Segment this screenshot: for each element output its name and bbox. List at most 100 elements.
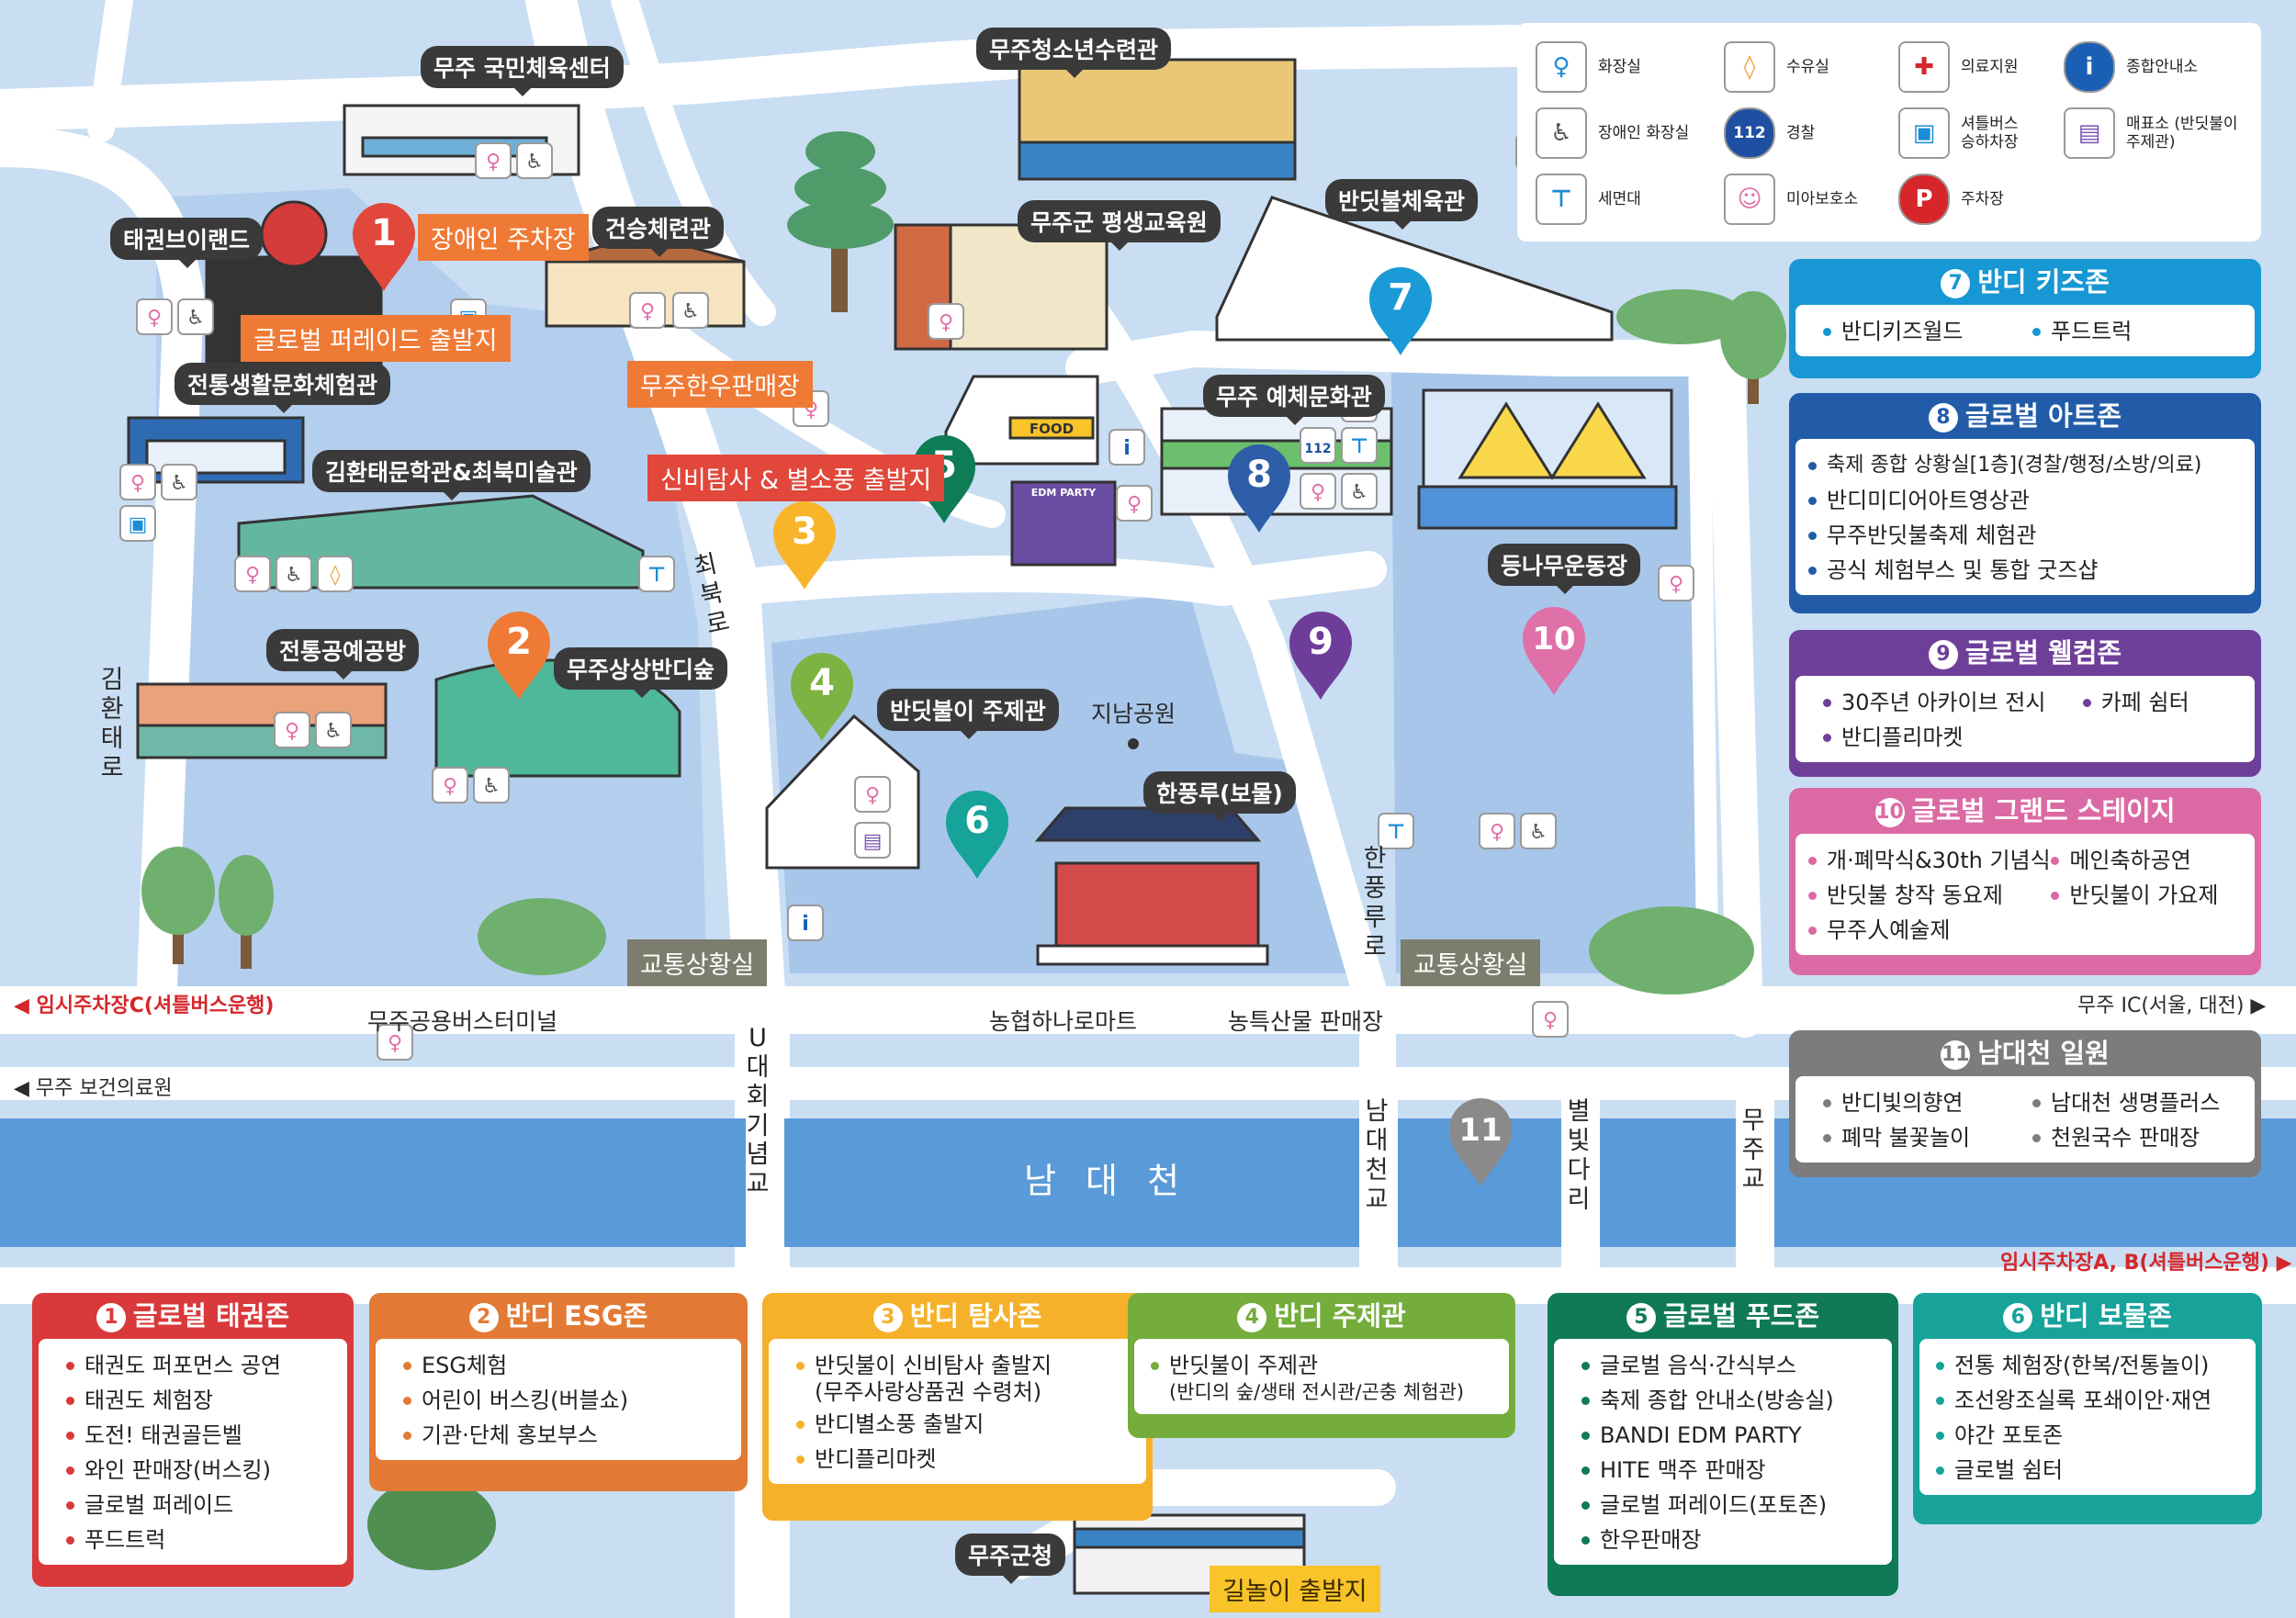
place-bus-terminal: 무주공용버스터미널 [367, 1008, 558, 1035]
building-lifelong-edu [894, 223, 1109, 351]
pin-zone-3[interactable]: 3 [773, 501, 836, 590]
pin-zone-11[interactable]: 11 [1449, 1098, 1512, 1186]
tag-county-office: 무주군청 [955, 1534, 1066, 1584]
svg-text:♿: ♿ [285, 564, 303, 587]
legend-toilet: ♀화장실 [1536, 41, 1641, 93]
accessible-toilet-icon: ♿ [516, 142, 553, 179]
svg-text:♀: ♀ [1490, 821, 1504, 844]
building-hanpungru [1034, 806, 1269, 966]
bridge-namdae [1359, 1088, 1398, 1286]
label-traffic-room-east: 교통상황실 [1401, 939, 1541, 986]
tag-imagination-forest: 무주상상반디숲 [554, 647, 728, 698]
info-icon: i [787, 905, 824, 941]
pin-number: 7 [1388, 276, 1413, 319]
sink-icon: ⊤ [638, 556, 675, 592]
tag-youth-center: 무주청소년수련관 [976, 28, 1172, 78]
tag-kim-museum: 김환태문학관&최북미술관 [312, 450, 591, 500]
toilet-icon: ♀ [136, 298, 173, 335]
ticket-icon: ▤ [2064, 107, 2115, 159]
edge-parking-ab[interactable]: 임시주차장A, B(셔틀버스운행) ▶ [2000, 1252, 2292, 1275]
road-u-bridge: U대회기념교 [746, 1024, 770, 1199]
edge-parking-c[interactable]: ◀ 임시주차장C(셔틀버스운행) [14, 994, 275, 1017]
pin-zone-10[interactable]: 10 [1523, 607, 1585, 695]
legend-sink: ⊤세면대 [1536, 174, 1641, 225]
svg-text:♿: ♿ [482, 775, 501, 798]
sink-icon: ⊤ [1341, 427, 1378, 464]
label-disabled-parking: 장애인 주차장 [418, 214, 589, 261]
svg-text:♀: ♀ [130, 472, 145, 495]
nursing-icon: ◊ [317, 556, 354, 592]
svg-text:♿: ♿ [1350, 481, 1368, 504]
toilet-icon: ♀ [1536, 41, 1587, 93]
tag-yechae: 무주 예체문화관 [1203, 375, 1385, 425]
road-namdae-bridge: 남대천교 [1365, 1097, 1389, 1214]
road-hanpungru: 한풍루로 [1363, 845, 1387, 961]
legend-accessible: ♿장애인 화장실 [1536, 107, 1689, 159]
bridge-muju [1736, 1088, 1774, 1286]
label-gilnori-start: 길놀이 출발지 [1210, 1566, 1380, 1612]
sink-icon: ⊤ [1536, 174, 1587, 225]
pin-zone-1[interactable]: 1 [353, 203, 415, 291]
toilet-icon: ♀ [629, 292, 666, 329]
edge-health-center[interactable]: ◀ 무주 보건의료원 [14, 1077, 173, 1100]
edge-muju-ic[interactable]: 무주 IC(서울, 대전) ▶ [2077, 994, 2267, 1017]
svg-text:♀: ♀ [388, 1032, 402, 1055]
label-parade-start: 글로벌 퍼레이드 출발지 [241, 315, 511, 362]
pin-zone-2[interactable]: 2 [488, 612, 550, 700]
accessible-toilet-icon: ♿ [161, 464, 197, 500]
zone-pins: 1234567891011 [353, 203, 1585, 1186]
svg-text:♿: ♿ [525, 151, 544, 174]
svg-text:♀: ♀ [486, 151, 501, 174]
parking-icon: P [1898, 174, 1950, 225]
toilet-icon: ♀ [1532, 1001, 1569, 1038]
pin-zone-6[interactable]: 6 [946, 791, 1008, 879]
label-traffic-room-west: 교통상황실 [627, 939, 768, 986]
pin-zone-4[interactable]: 4 [791, 653, 853, 741]
info-icon: i [1109, 429, 1145, 466]
svg-text:♀: ♀ [245, 564, 260, 587]
svg-text:♀: ♀ [939, 311, 953, 334]
tag-national-gym: 무주 국민체육센터 [421, 46, 624, 96]
accessible-toilet-icon: ♿ [1520, 813, 1557, 849]
pin-zone-9[interactable]: 9 [1289, 612, 1352, 700]
svg-text:♀: ♀ [1669, 573, 1683, 596]
accessible-toilet-icon: ♿ [276, 556, 312, 592]
pin-number: 2 [506, 621, 532, 663]
place-nonghyup-mart: 농협하나로마트 [989, 1008, 1138, 1035]
accessible-toilet-icon: ♿ [1536, 107, 1587, 159]
pin-zone-8[interactable]: 8 [1228, 444, 1290, 533]
tag-theme-hall: 반딧불이 주제관 [877, 689, 1059, 739]
road-muju-bridge: 무주교 [1741, 1107, 1765, 1194]
bus-stop-icon: ▣ [119, 505, 156, 542]
legend-medical: ✚의료지원 [1898, 41, 2019, 93]
road-kimhwantae: 김환태로 [100, 666, 124, 782]
pin-number: 1 [371, 212, 397, 254]
svg-text:♀: ♀ [640, 300, 655, 323]
food-sign: FOOD [1030, 421, 1074, 437]
svg-text:▣: ▣ [129, 513, 148, 536]
svg-text:♀: ♀ [285, 720, 299, 743]
pin-zone-7[interactable]: 7 [1369, 267, 1432, 355]
nursing-icon: ◊ [1724, 41, 1775, 93]
accessible-toilet-icon: ♿ [1341, 473, 1378, 510]
svg-text:♿: ♿ [170, 472, 188, 495]
svg-text:⊤: ⊤ [647, 564, 666, 587]
tag-hanpungru: 한풍루(보물) [1143, 771, 1296, 822]
accessible-toilet-icon: ♿ [672, 292, 709, 329]
pin-number: 9 [1308, 621, 1334, 663]
